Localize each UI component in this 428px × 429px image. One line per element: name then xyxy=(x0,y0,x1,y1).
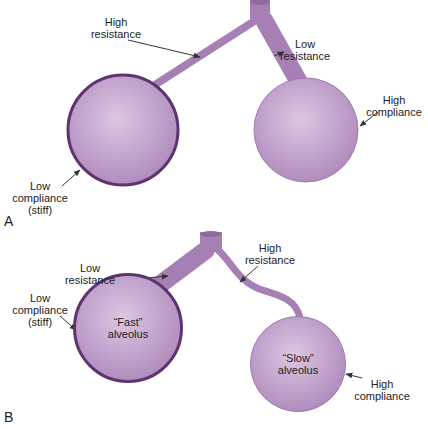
alveolus-shape xyxy=(251,317,346,412)
panel-letter: A xyxy=(4,214,24,228)
callout-label: Low resistance xyxy=(270,38,340,62)
stiff-alveolus xyxy=(68,75,178,185)
callout-label: Low compliance (stiff) xyxy=(8,292,72,328)
callout-label: Low resistance xyxy=(60,262,120,286)
alveolus-label: “Fast” alveolus xyxy=(100,316,156,340)
callout-label: High compliance xyxy=(362,94,426,118)
airway-a xyxy=(150,0,300,88)
alveolus-circle: “Slow” alveolus xyxy=(250,316,346,412)
alveolus-shape xyxy=(75,275,182,382)
alveolus-label: “Slow” alveolus xyxy=(270,352,326,376)
callout-label: High compliance xyxy=(350,378,414,402)
callout-label: High resistance xyxy=(240,242,300,266)
panel-letter: B xyxy=(4,410,24,424)
callout-label: High resistance xyxy=(86,16,146,40)
compliant-alveolus xyxy=(254,78,358,182)
node-text-wrap: “Fast” alveolus xyxy=(73,273,183,383)
callout-label: Low compliance (stiff) xyxy=(8,180,72,216)
node-text-wrap: “Slow” alveolus xyxy=(250,316,346,412)
alveolus-circle: “Fast” alveolus xyxy=(73,273,183,383)
